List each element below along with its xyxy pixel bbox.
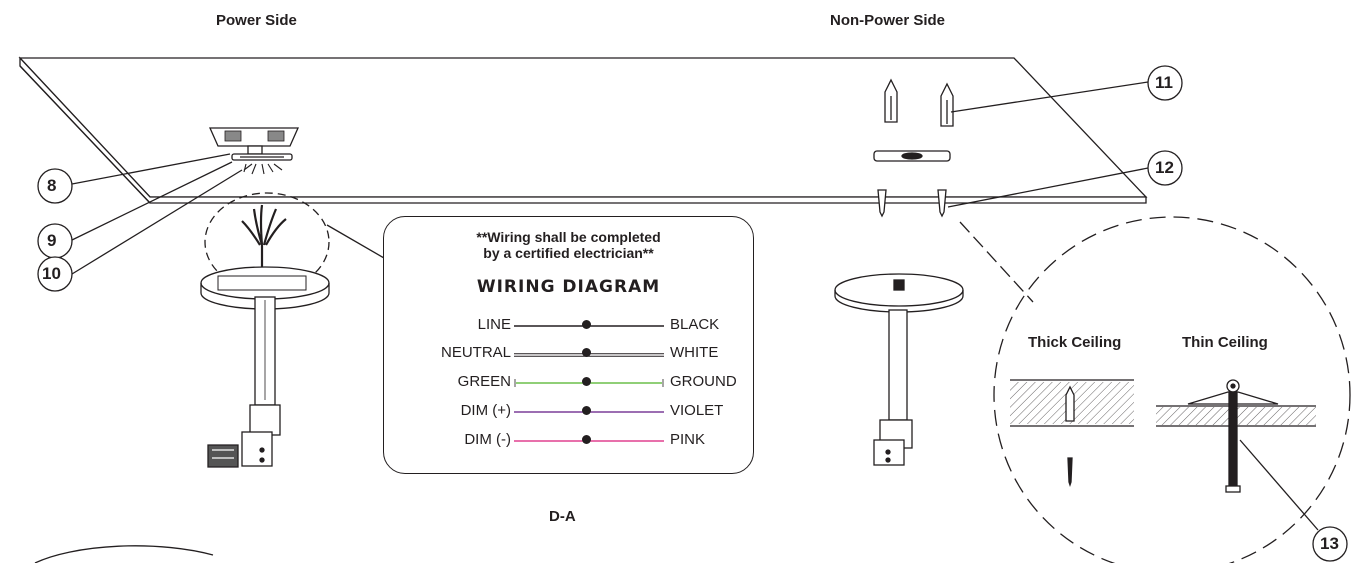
ceiling-detail-circle [993,216,1351,563]
callout-11 [1147,65,1183,101]
wire-nut [582,348,591,357]
wiring-diagram-title: WIRING DIAGRAM [476,277,661,297]
thick-ceiling-label: Thick Ceiling [1028,334,1122,351]
wire-left-label: DIM (+) [460,402,511,419]
callout-11-label: 11 [1155,73,1173,92]
callout-8-label: 8 [47,176,57,195]
wire-nut [582,377,591,386]
wire-left-label: DIM (-) [464,431,511,448]
fixture-power-side [200,266,330,468]
wire-right-label: WHITE [670,344,719,361]
thin-ceiling-label: Thin Ceiling [1182,334,1268,351]
non-power-side-label: Non-Power Side [830,12,946,29]
note-line-2: by a certified electrician** [483,245,654,261]
wire-row-ground: GREEN GROUND [384,372,753,392]
callout-12 [1147,150,1183,186]
wire-left-label: GREEN [457,373,511,390]
power-side-label: Power Side [216,12,297,29]
callout-10-label: 10 [42,264,61,283]
wire-detail-circle [204,192,330,292]
wire-right-label: VIOLET [670,402,724,419]
callout-9-label: 9 [47,231,57,250]
junction-box-plate [208,127,300,175]
wire-right-label: BLACK [670,316,720,333]
wire-row-neutral: NEUTRAL WHITE [384,343,753,363]
callout-8 [37,168,73,204]
callout-12-label: 12 [1155,158,1174,177]
wire-nut [582,320,591,329]
wire-left-label: NEUTRAL [440,344,511,361]
wire-nut [582,435,591,444]
wire-left-label: LINE [477,316,511,333]
wire-right-label: PINK [670,431,706,448]
anchors-non-power [873,78,954,218]
wire-right-label: GROUND [670,373,737,390]
callout-10 [37,256,73,292]
wire-row-dim-minus: DIM (-) PINK [384,430,753,450]
figure-label: D-A [549,508,576,525]
ceiling-panel [18,56,1148,204]
wiring-diagram-box: **Wiring shall be completed by a certifi… [383,216,754,474]
callout-13-label: 13 [1320,534,1339,553]
note-line-1: **Wiring shall be completed [476,229,661,245]
wire-nut [582,406,591,415]
wire-row-line: LINE BLACK [384,315,753,335]
callout-13 [1312,526,1348,562]
wire-row-dim-plus: DIM (+) VIOLET [384,401,753,421]
fixture-non-power-side [834,273,964,466]
electrician-note: **Wiring shall be completed by a certifi… [384,229,753,261]
